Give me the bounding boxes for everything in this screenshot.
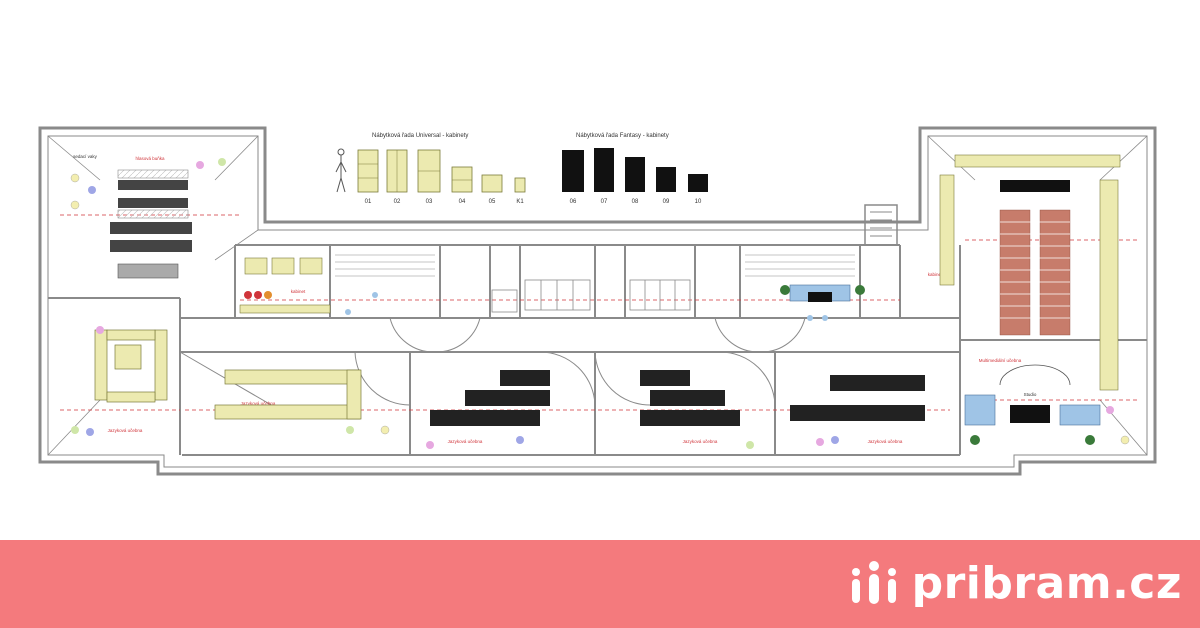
left-conference-table [94,329,168,403]
classroom-2-desks [430,370,550,426]
left-tower-seating [110,169,192,279]
classroom-4-desks [790,375,925,421]
legend-item-01: 01 [365,199,372,205]
legend-item-05: 05 [489,199,496,205]
legend-item-02: 02 [394,199,401,205]
conference-table-1 [214,369,362,420]
legend-title-universal: Nábytková řada Universal - kabinety [372,133,468,139]
legend-item-04: 04 [459,199,466,205]
label-sedaci-vaky: sedací vaky [73,154,98,159]
floor-plan-drawing: Nábytková řada Universal - kabinety [38,126,1157,476]
kabinet-1-furniture [239,257,331,314]
brand-logo[interactable]: pribram.cz [848,552,1182,616]
people-group-icon [851,561,896,604]
label-jazykova-ucebna-left: Jazyková učebna [108,428,143,433]
legend-item-03: 03 [426,199,433,205]
corridor-stairs [335,254,855,277]
interior-walls [48,244,1147,456]
brand-name: pribram.cz [911,558,1182,609]
label-hlasova-bunka: hlasová buňka [135,156,165,161]
lounge-furniture [780,284,865,302]
bean-bags [70,158,1130,449]
stairwell [864,204,898,246]
label-kabinet-1: kabinet [291,289,306,294]
label-jazykova-ucebna-4: Jazyková učebna [868,439,903,444]
multimedia-classroom [939,154,1121,391]
door-arcs [179,317,806,411]
classroom-3-desks [640,370,740,426]
label-jazykova-ucebna-3: Jazyková učebna [683,439,718,444]
footer-bar: pribram.cz [0,540,1200,628]
legend-item-08: 08 [632,199,639,205]
legend-item-06: 06 [570,199,577,205]
furniture-legend-universal: Nábytková řada Universal - kabinety [335,133,526,205]
label-jazykova-ucebna-2: Jazyková učebna [448,439,483,444]
furniture-legend-fantasy: Nábytková řada Fantasy - kabinety 06 07 … [562,133,708,205]
building-outline [38,126,1157,476]
legend-item-07: 07 [601,199,608,205]
label-multimedialni: Multimediální učebna [979,358,1022,363]
legend-title-fantasy: Nábytková řada Fantasy - kabinety [576,133,669,139]
label-jazykova-ucebna-1: Jazyková učebna [241,401,276,406]
classroom-desks [430,370,925,426]
studio-furniture [964,364,1101,445]
legend-item-10: 10 [695,199,702,205]
legend-item-K1: K1 [516,199,524,205]
toilet-blocks [491,279,691,313]
label-kabinet-2: kabinet [928,272,943,277]
legend-item-09: 09 [663,199,670,205]
floor-plan: Nábytková řada Universal - kabinety [38,126,1157,476]
label-studio: Studio [1024,392,1037,397]
person-silhouette [335,148,347,193]
